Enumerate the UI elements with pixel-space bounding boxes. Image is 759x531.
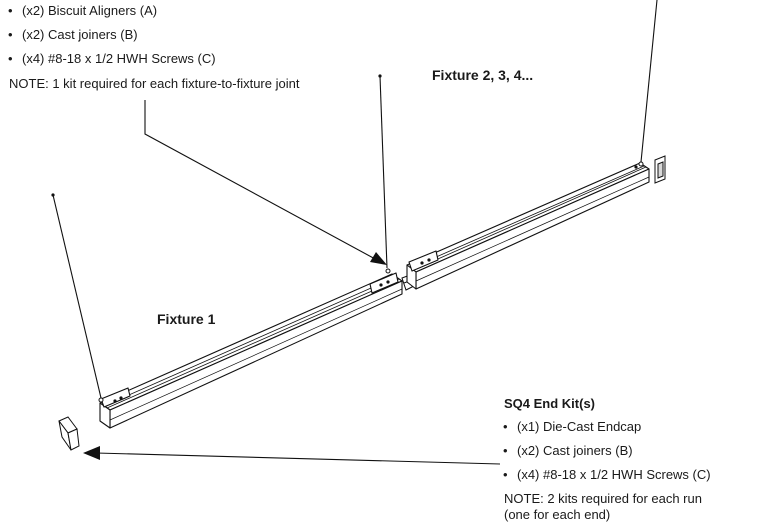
end-kit-arrowhead bbox=[83, 446, 100, 460]
fixture-1-end-bracket bbox=[100, 387, 131, 408]
fixture-2-label: Fixture 2, 3, 4... bbox=[432, 67, 534, 83]
fixture-1-lens-line bbox=[109, 288, 403, 421]
end-kit-note-line-1: NOTE: 2 kits required for each run bbox=[504, 491, 702, 506]
end-kit-title: SQ4 End Kit(s) bbox=[504, 396, 596, 411]
cable-middle bbox=[379, 75, 388, 269]
joint-kit-item: (x2) Cast joiners (B) bbox=[8, 24, 216, 48]
cable-left-bottom bbox=[98, 397, 104, 403]
fixture-2-joint-bracket bbox=[408, 250, 439, 272]
joint-kit-arrowhead bbox=[370, 252, 387, 265]
fixture-1-screws bbox=[113, 280, 390, 403]
endcap-right bbox=[654, 155, 666, 184]
end-kit-note-line-2: (one for each end) bbox=[504, 507, 611, 522]
fixture-2-channel bbox=[410, 165, 645, 269]
joint-kit-leader bbox=[144, 100, 378, 261]
fixture-1-label: Fixture 1 bbox=[157, 311, 216, 327]
cable-middle-tip bbox=[378, 74, 382, 78]
joint-kit-note: NOTE: 1 kit required for each fixture-to… bbox=[9, 76, 300, 91]
fixture-1-end-face bbox=[99, 402, 111, 429]
cable-right bbox=[640, 0, 658, 163]
fixture-1-joint-bracket bbox=[369, 272, 399, 294]
cable-middle-bottom bbox=[385, 268, 391, 274]
fixture-1-body bbox=[99, 272, 403, 429]
fixture-2-screws bbox=[420, 165, 638, 265]
joint-kit-item: (x2) Biscuit Aligners (A) bbox=[8, 0, 216, 24]
end-kit-item: (x4) #8-18 x 1/2 HWH Screws (C) bbox=[503, 464, 711, 488]
fixture-2-channel-2 bbox=[412, 166, 647, 271]
end-kit-item: (x1) Die-Cast Endcap bbox=[503, 416, 711, 440]
joint-kit-list: (x2) Biscuit Aligners (A) (x2) Cast join… bbox=[8, 0, 216, 72]
end-kit-leader bbox=[95, 452, 501, 465]
endcap-left bbox=[58, 416, 80, 451]
cable-left-tip bbox=[51, 193, 55, 197]
cable-right-bottom bbox=[638, 161, 644, 167]
cable-left bbox=[52, 194, 102, 399]
end-kit-item: (x2) Cast joiners (B) bbox=[503, 440, 711, 464]
end-kit-list: (x1) Die-Cast Endcap (x2) Cast joiners (… bbox=[503, 416, 711, 488]
joint-kit-item: (x4) #8-18 x 1/2 HWH Screws (C) bbox=[8, 48, 216, 72]
fixture-1-channel bbox=[103, 276, 397, 407]
fixture-1-channel-2 bbox=[106, 278, 400, 409]
fixture-2-lens-line bbox=[415, 176, 650, 282]
end-kit-note: NOTE: 2 kits required for each run (one … bbox=[504, 491, 702, 523]
fixture-2-body bbox=[406, 162, 650, 290]
